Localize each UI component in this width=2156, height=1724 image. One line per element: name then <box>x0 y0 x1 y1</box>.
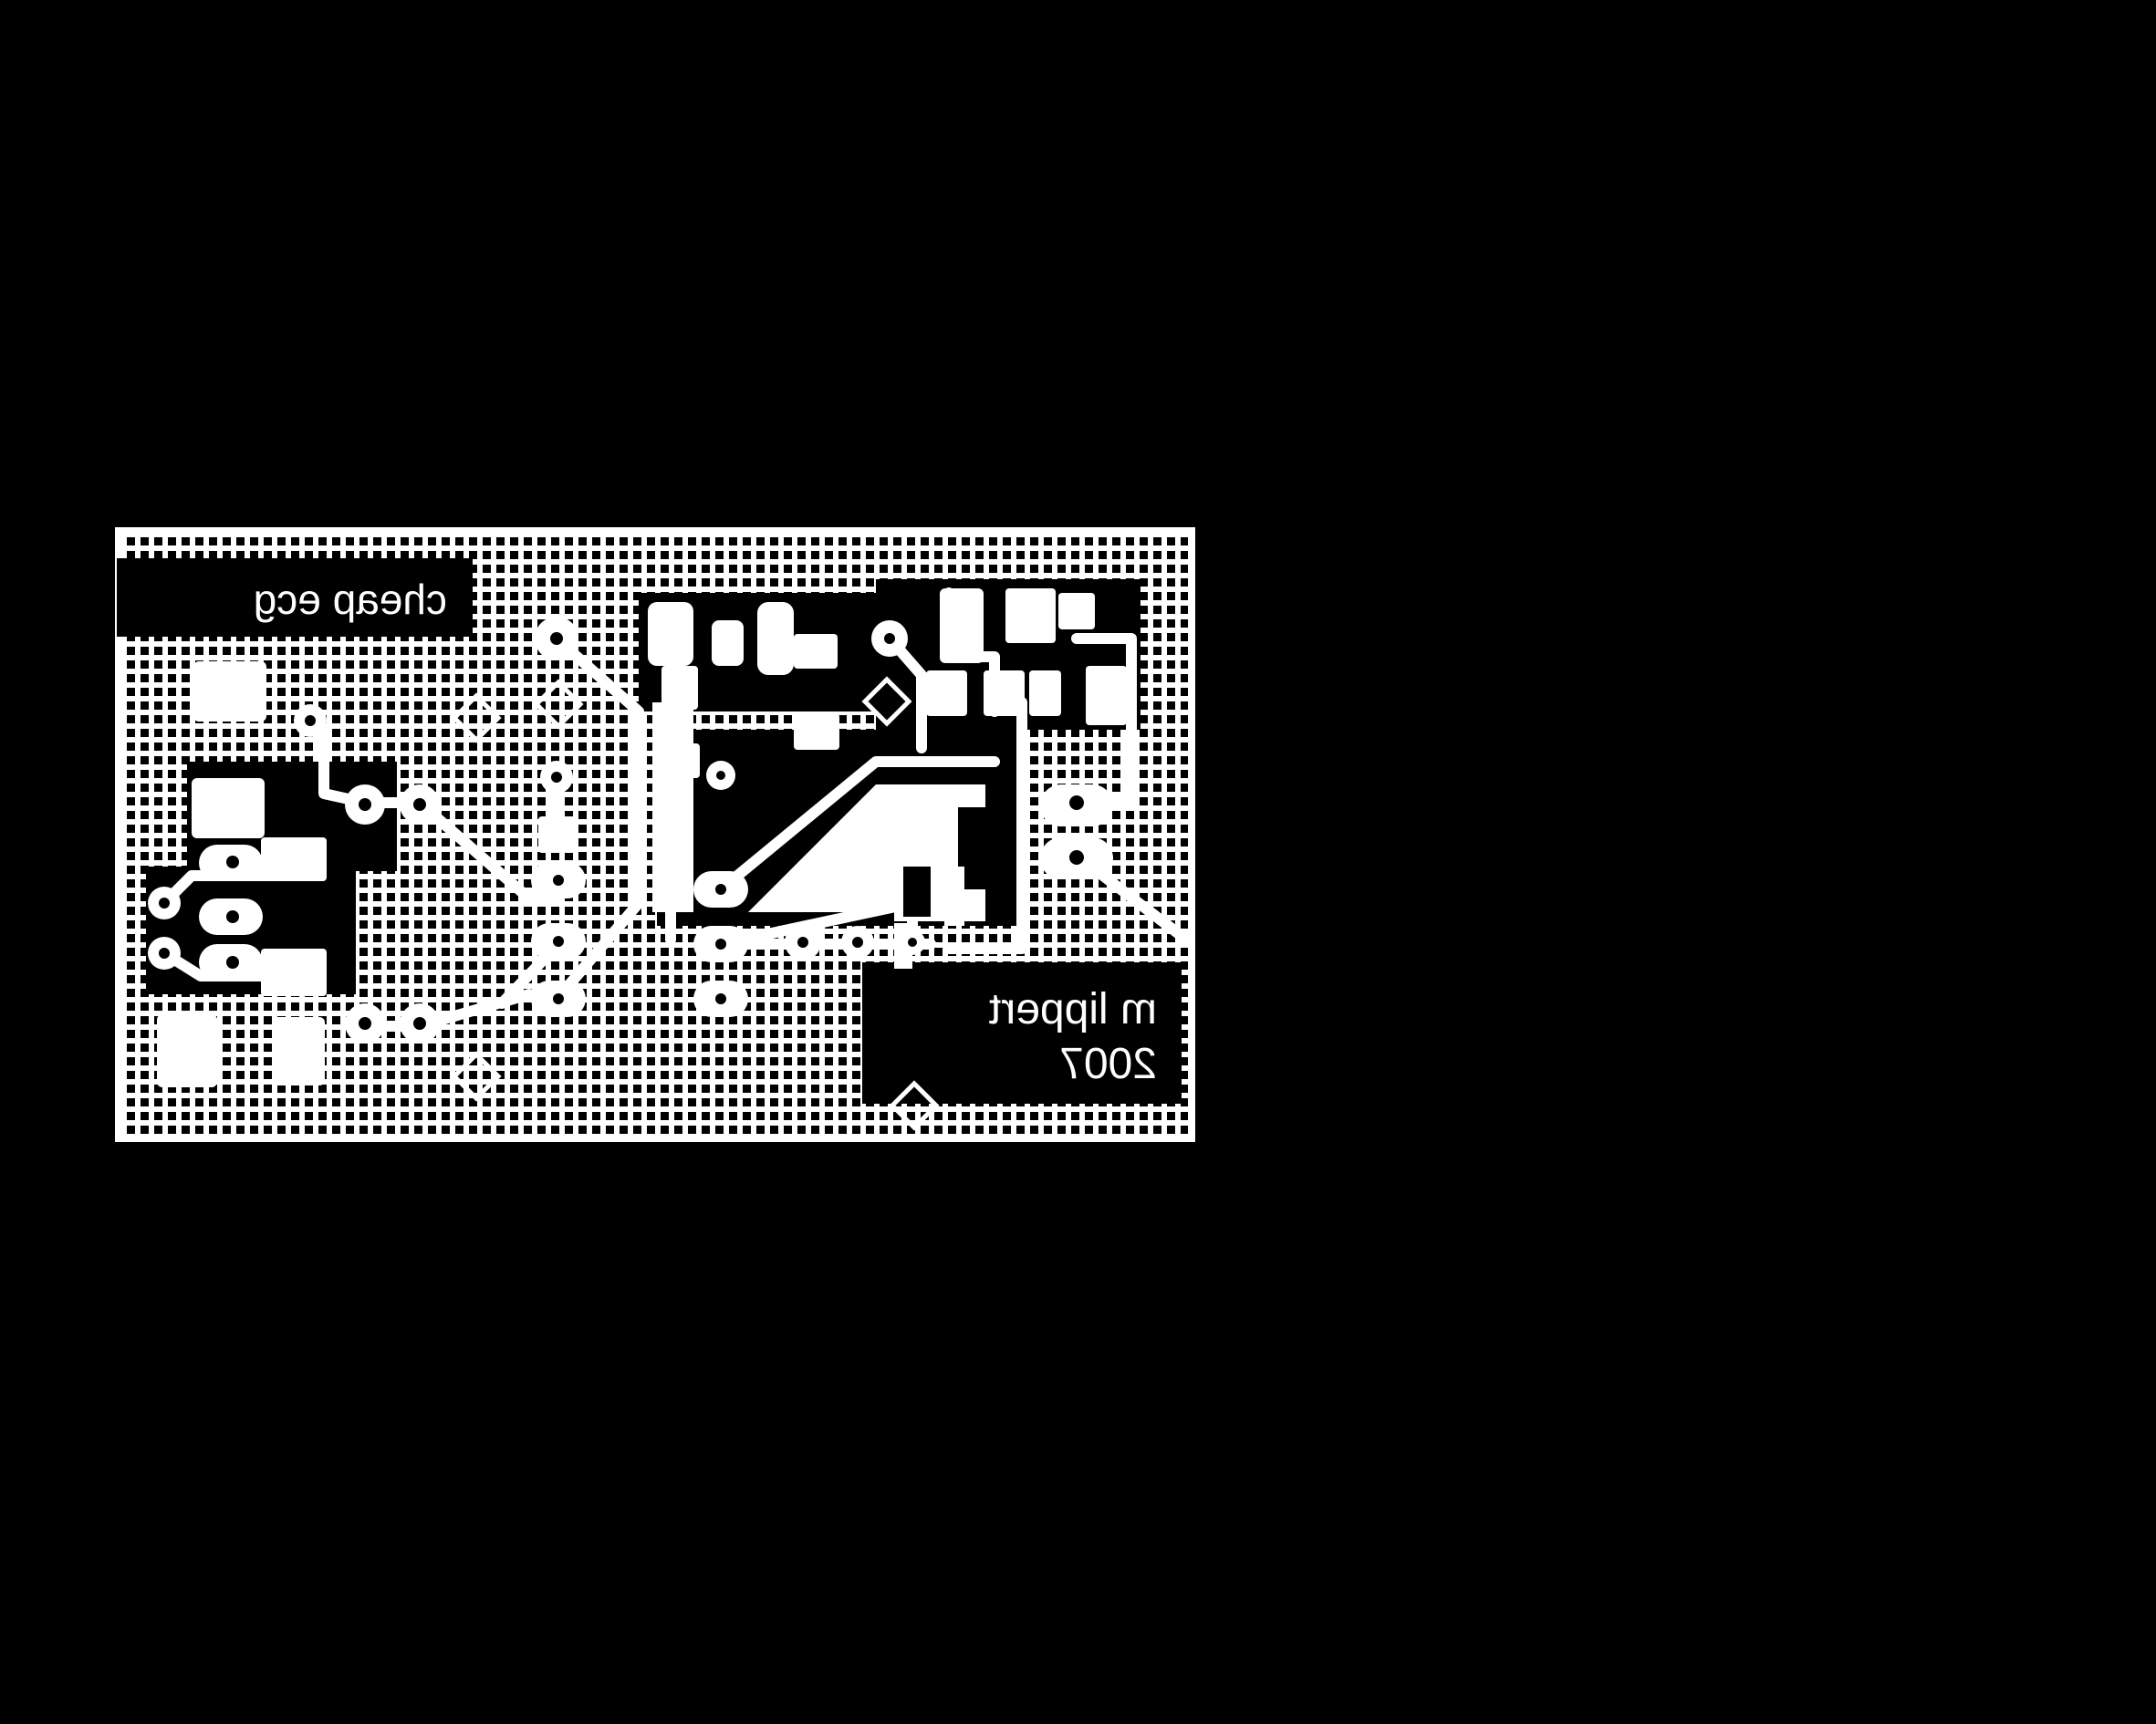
silkscreen-text: cheap ecg m lippert 2007 <box>254 576 1157 1088</box>
pad <box>661 743 700 778</box>
via-pad <box>226 856 239 868</box>
via-pad <box>553 993 564 1004</box>
thermal-relief <box>451 1051 502 1102</box>
trace <box>715 756 1000 895</box>
board-outline <box>115 527 1195 1142</box>
pad <box>940 588 984 663</box>
author-block <box>867 969 1179 1102</box>
trace <box>551 633 644 1000</box>
board-title: cheap ecg <box>254 576 447 623</box>
trace <box>943 697 1027 954</box>
pad <box>157 1014 217 1087</box>
copper-regions <box>652 702 985 921</box>
thermal-relief <box>861 676 912 727</box>
pad <box>984 670 1025 716</box>
via-pad <box>553 936 564 947</box>
pad <box>193 661 266 722</box>
via-pad <box>715 939 726 950</box>
title-block <box>157 566 1179 1102</box>
pad <box>1005 588 1056 643</box>
via-pads <box>148 617 1084 1044</box>
via-pad <box>715 993 726 1004</box>
pad <box>1058 593 1095 629</box>
author-name: m lippert <box>989 985 1157 1033</box>
thermal-reliefs <box>451 676 940 1131</box>
via-pad <box>226 910 239 923</box>
pad <box>661 666 698 710</box>
board-year: 2007 <box>1059 1040 1157 1088</box>
pad <box>944 867 964 926</box>
pad <box>926 670 967 716</box>
via-pad <box>553 875 564 886</box>
pad <box>648 602 693 666</box>
pad <box>794 713 839 750</box>
pad <box>712 620 744 666</box>
pad <box>272 1017 325 1085</box>
via-pad <box>715 884 726 895</box>
pad <box>538 816 577 853</box>
thermal-relief <box>533 679 584 730</box>
via-pad <box>226 956 239 969</box>
copper-region <box>903 867 931 917</box>
pad <box>192 778 265 838</box>
via-pad <box>1069 795 1084 810</box>
copper-region <box>652 702 985 921</box>
thermal-relief <box>889 1080 940 1131</box>
pad <box>1086 666 1127 725</box>
pad <box>757 602 794 675</box>
thermal-relief <box>451 692 502 743</box>
pad <box>261 837 327 881</box>
pad <box>1029 670 1061 716</box>
pad <box>261 949 327 996</box>
pad <box>794 634 838 669</box>
via-pad <box>1069 850 1084 865</box>
smd-pads <box>157 588 1127 1087</box>
